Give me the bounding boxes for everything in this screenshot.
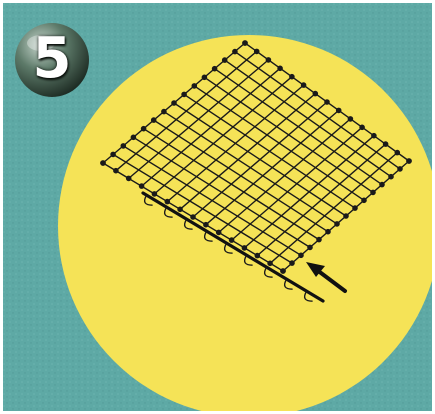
net-knot: [255, 254, 259, 258]
net-knot: [302, 83, 306, 87]
net-knot: [182, 92, 186, 96]
net-knot: [372, 134, 376, 138]
net-knot: [114, 169, 118, 173]
net-knot: [362, 198, 366, 202]
sphere-badge: [15, 23, 89, 97]
net-knot: [313, 92, 317, 96]
net-knot: [384, 142, 388, 146]
net-knot: [268, 261, 272, 265]
net-knot: [290, 261, 294, 265]
net-knot: [266, 58, 270, 62]
net-knot: [360, 125, 364, 129]
net-knot: [111, 152, 115, 156]
net-knot: [348, 117, 352, 121]
net-knot: [325, 100, 329, 104]
net-knot: [326, 230, 330, 234]
net-knot: [140, 184, 144, 188]
net-knot: [335, 222, 339, 226]
net-knot: [398, 167, 402, 171]
net-knot: [131, 135, 135, 139]
net-knot: [281, 269, 285, 273]
net-knot: [255, 49, 259, 53]
net-knot: [389, 175, 393, 179]
net-knot: [308, 245, 312, 249]
net-knot: [337, 108, 341, 112]
net-knot: [344, 214, 348, 218]
net-knot: [223, 58, 227, 62]
net-knot: [242, 246, 246, 250]
net-knot: [213, 67, 217, 71]
net-knot: [233, 50, 237, 54]
net-knot: [178, 207, 182, 211]
net-knot: [172, 101, 176, 105]
net-knot: [217, 230, 221, 234]
net-knot: [290, 75, 294, 79]
net-knot: [191, 215, 195, 219]
net-knot: [121, 144, 125, 148]
net-knot: [142, 127, 146, 131]
net-knot: [395, 151, 399, 155]
net-knot: [152, 192, 156, 196]
net-knot: [152, 118, 156, 122]
net-knot: [380, 183, 384, 187]
yellow-disk: [58, 35, 432, 411]
net-illustration: [3, 3, 432, 411]
net-knot: [278, 66, 282, 70]
net-knot: [407, 159, 411, 163]
net-knot: [127, 176, 131, 180]
net-knot: [299, 253, 303, 257]
net-knot: [371, 190, 375, 194]
net-knot: [230, 238, 234, 242]
net-knot: [162, 110, 166, 114]
net-knot: [192, 84, 196, 88]
net-knot: [202, 75, 206, 79]
net-knot: [165, 200, 169, 204]
net-knot: [317, 238, 321, 242]
net-knot: [353, 206, 357, 210]
net-knot: [243, 41, 247, 45]
net-knot: [101, 161, 105, 165]
net-knot: [204, 223, 208, 227]
